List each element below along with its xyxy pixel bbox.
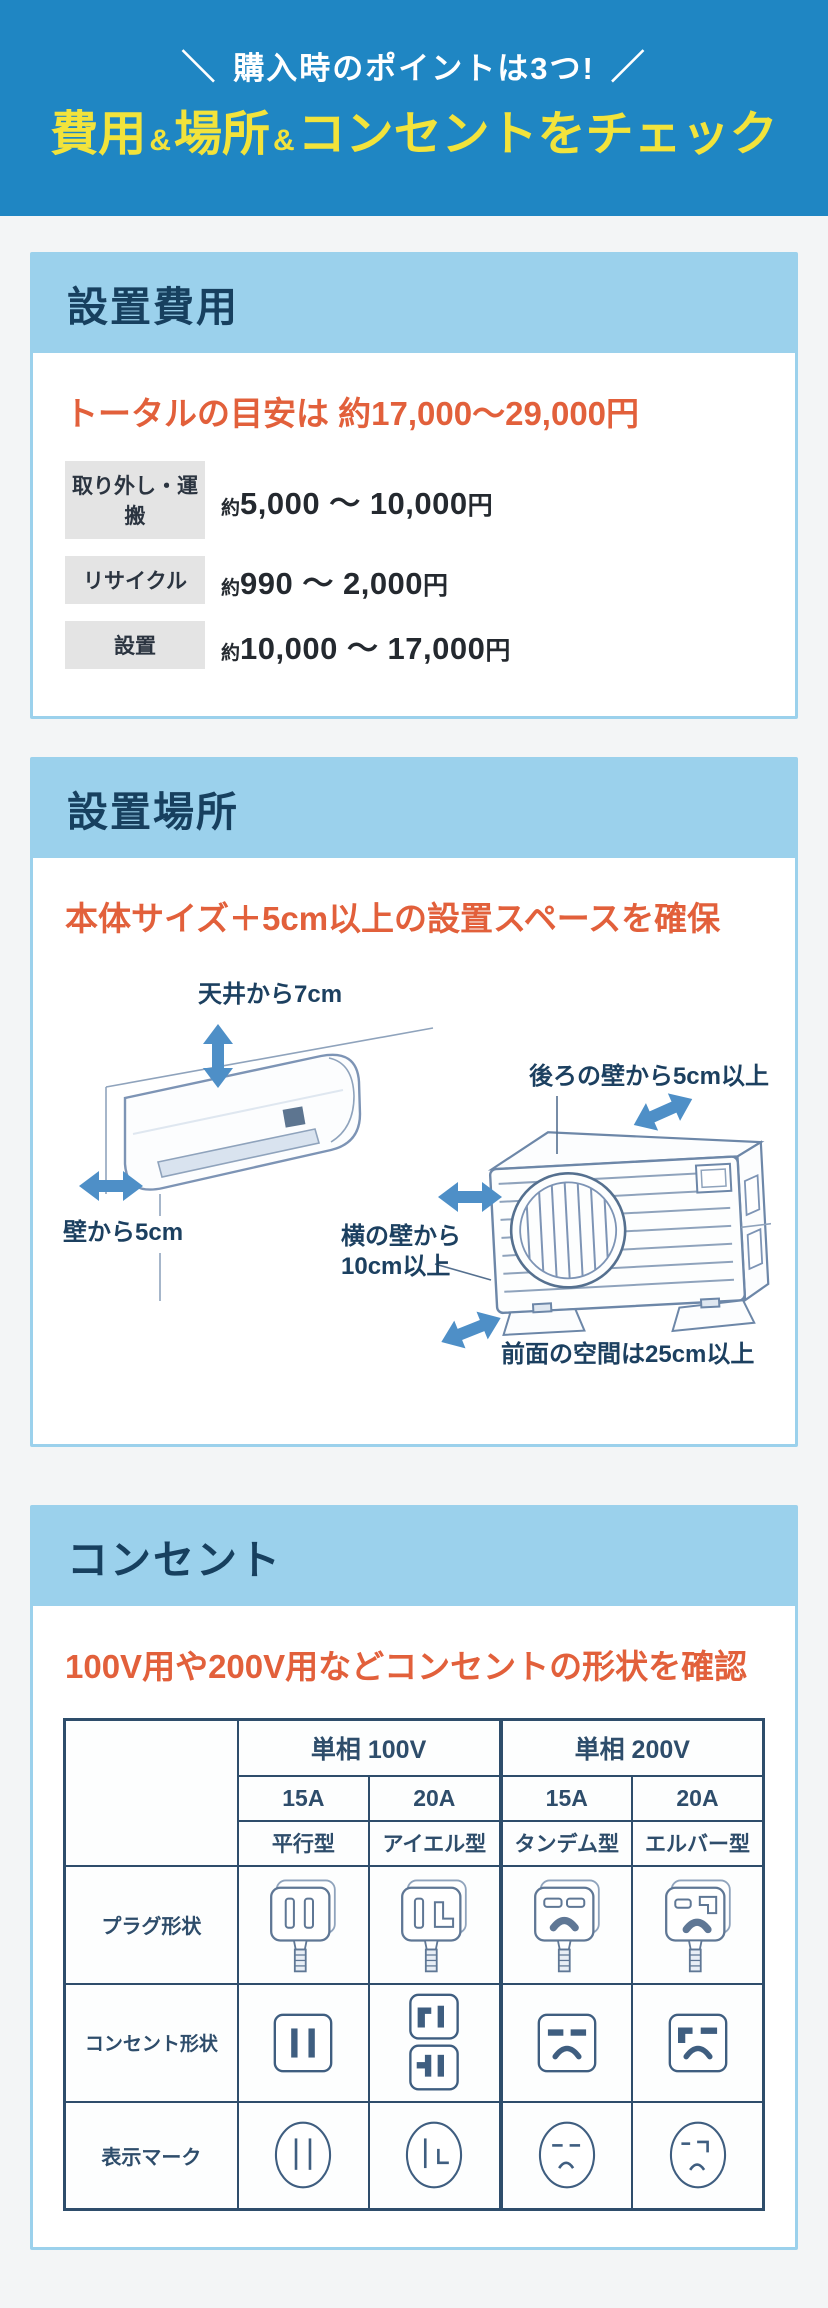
banner-title-part2: 場所 — [173, 108, 270, 161]
banner-title-part1: 費用 — [50, 108, 147, 161]
type-header-elbar: エルバー型 — [631, 1819, 765, 1867]
cost-value: 約990 ～ 2,000円 — [221, 558, 448, 603]
bottom-spacer — [0, 2250, 828, 2308]
banner-tagline: ＼ 購入時のポイントは3つ! ／ — [0, 40, 828, 89]
plug-parallel-icon — [270, 1879, 337, 1972]
mark-tandem-icon — [538, 2121, 595, 2189]
cost-section-header: 設置費用 — [33, 255, 795, 353]
plug-il-icon — [401, 1879, 468, 1972]
approx-prefix: 約 — [221, 642, 241, 664]
cost-value: 約5,000 ～ 10,000円 — [221, 478, 493, 523]
location-title: 本体サイズ＋5cm以上の設置スペースを確保 — [65, 900, 721, 937]
label-front-clearance: 前面の空間は25cm以上 — [501, 1341, 755, 1368]
location-section-header: 設置場所 — [33, 760, 795, 858]
outlet-section-header: コンセント — [33, 1508, 795, 1606]
cost-heading: 設置費用 — [67, 284, 239, 330]
table-corner-cell — [63, 1718, 239, 1867]
label-side-wall-line2: 10cm以上 — [341, 1253, 451, 1280]
cost-row-install: 設置 約10,000 ～ 17,000円 — [65, 621, 765, 669]
type-header-parallel: 平行型 — [236, 1819, 371, 1867]
type-header-il: アイエル型 — [368, 1819, 503, 1867]
yen-unit: 円 — [423, 571, 449, 600]
phase-200v-header: 単相 200V — [499, 1718, 765, 1777]
decorative-left-slash: ＼ — [181, 49, 218, 87]
top-banner: ＼購入時のポイントは3つ!／ 費用&場所&コンセントをチェック — [0, 0, 828, 216]
amp-header: 15A — [499, 1774, 634, 1822]
yen-unit: 円 — [467, 491, 493, 520]
cost-amount: 5,000 ～ 10,000 — [240, 485, 468, 521]
outlet-parallel-icon — [274, 2013, 333, 2072]
section-installation-cost: 設置費用 トータルの目安は 約17,000～29,000円 取り外し・運搬 約5… — [30, 252, 798, 719]
outlet-title: 100V用や200V用などコンセントの形状を確認 — [65, 1648, 748, 1685]
cost-row-removal: 取り外し・運搬 約5,000 ～ 10,000円 — [65, 461, 765, 539]
section-installation-location: 設置場所 本体サイズ＋5cm以上の設置スペースを確保 — [30, 757, 798, 1447]
phase-100v-header: 単相 100V — [236, 1718, 503, 1777]
mark-parallel-icon — [275, 2121, 332, 2189]
outdoor-unit-illustration — [487, 1131, 771, 1336]
banner-title-amp2: & — [273, 124, 295, 157]
indoor-unit-illustration — [123, 1053, 362, 1191]
double-arrow-front-icon — [435, 1304, 507, 1356]
banner-title: 費用&場所&コンセントをチェック — [0, 111, 828, 159]
row-label-plug-shape: プラグ形状 — [63, 1864, 239, 1985]
cost-row-recycle: リサイクル 約990 ～ 2,000円 — [65, 556, 765, 604]
approx-prefix: 約 — [221, 577, 241, 599]
mark-il-icon — [406, 2121, 463, 2189]
cost-amount: 990 ～ 2,000 — [240, 565, 424, 601]
outlet-tandem-icon — [537, 2013, 597, 2072]
cost-value: 約10,000 ～ 17,000円 — [221, 623, 510, 668]
outdoor-unit-feet — [502, 1297, 756, 1336]
row-label-display-mark: 表示マーク — [63, 2100, 239, 2211]
label-side-wall-clearance: 横の壁から 10cm以上 — [341, 1222, 461, 1282]
amp-header: 15A — [236, 1774, 371, 1822]
label-side-wall-line1: 横の壁から — [341, 1223, 461, 1250]
mark-elbar-icon — [669, 2121, 726, 2189]
outlet-elbar-icon — [668, 2013, 727, 2072]
plug-elbar-icon — [664, 1879, 731, 1972]
label-back-wall-clearance: 後ろの壁から5cm以上 — [528, 1063, 769, 1090]
cost-label-badge: 取り外し・運搬 — [65, 461, 205, 539]
banner-title-part3: コンセントをチェック — [297, 108, 778, 161]
cost-label-badge: リサイクル — [65, 556, 205, 604]
cost-amount: 10,000 ～ 17,000 — [240, 630, 486, 666]
outlet-il-20a-icon — [409, 1993, 460, 2091]
amp-header: 20A — [368, 1774, 503, 1822]
cost-total-title: トータルの目安は 約17,000～29,000円 — [65, 395, 640, 432]
decorative-right-slash: ／ — [610, 49, 647, 87]
cost-label-badge: 設置 — [65, 621, 205, 669]
location-heading: 設置場所 — [67, 789, 239, 835]
label-leader-lines — [434, 1096, 558, 1281]
plug-tandem-icon — [533, 1879, 600, 1972]
outdoor-unit-fan — [509, 1172, 627, 1289]
row-label-outlet-shape: コンセント形状 — [63, 1982, 239, 2103]
outlet-heading: コンセント — [67, 1537, 282, 1583]
label-wall-clearance: 壁から5cm — [63, 1219, 184, 1246]
installation-diagram-art — [79, 1024, 771, 1356]
label-ceiling-clearance: 天井から7cm — [198, 981, 343, 1008]
installation-diagram: 天井から7cm 壁から5cm 後ろの壁から5cm以上 横の壁から 10cm以上 … — [63, 966, 771, 1414]
banner-tagline-text: 購入時のポイントは3つ! — [233, 51, 595, 86]
type-header-tandem: タンデム型 — [499, 1819, 634, 1867]
section-outlet: コンセント 100V用や200V用などコンセントの形状を確認 単相 100V 単… — [30, 1505, 798, 2250]
approx-prefix: 約 — [221, 497, 241, 519]
outlet-type-table: 単相 100V 単相 200V 15A 20A 15A 20A 平行型 アイエル… — [63, 1718, 765, 2211]
banner-title-amp1: & — [149, 124, 171, 157]
yen-unit: 円 — [485, 636, 511, 665]
double-arrow-back-wall-icon — [627, 1085, 699, 1139]
amp-header: 20A — [631, 1774, 765, 1822]
wall-corner-lines — [105, 1027, 434, 1301]
